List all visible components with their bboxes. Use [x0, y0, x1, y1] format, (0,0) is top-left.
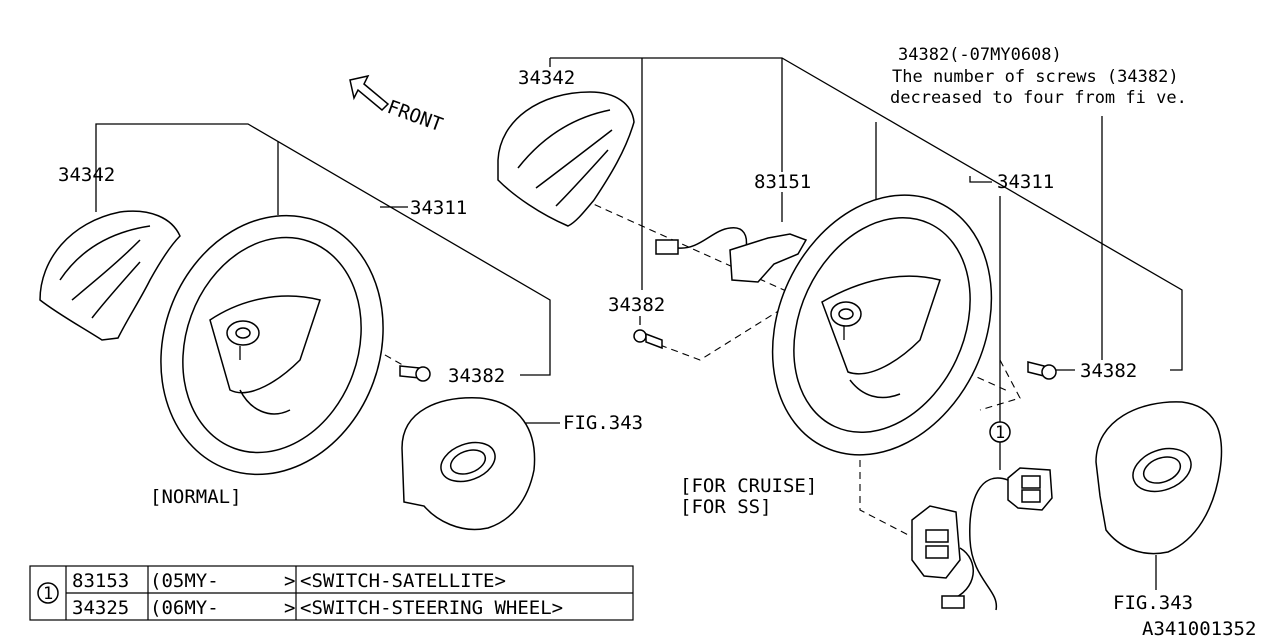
legend-table: 1 83153 (05MY- > <SWITCH-SATELLITE> 3432…: [29, 565, 634, 621]
legend-row-2-range: (06MY-: [150, 597, 219, 619]
note-line-3: decreased to four from fi ve.: [890, 88, 1187, 108]
callout-1-wheel: 1: [989, 421, 1011, 443]
note-line-1: 34382(-07MY0608): [898, 45, 1062, 65]
for-ss-label: [FOR SS]: [680, 496, 772, 518]
left-steering-wheel: [160, 214, 384, 476]
left-wheel-label: 34311: [410, 197, 467, 219]
right-airbag: [1095, 401, 1223, 555]
right-screw: [1027, 361, 1057, 380]
right-wheel-label: 34311: [997, 171, 1054, 193]
cruise-switch-harness: [655, 227, 808, 283]
right-cover-label: 34342: [518, 67, 575, 89]
satellite-switch-right: [969, 467, 1053, 611]
legend-row-1-part: 83153: [72, 570, 129, 592]
legend-row-2-desc: <SWITCH-STEERING WHEEL>: [300, 597, 563, 619]
left-cover-label: 34342: [58, 164, 115, 186]
right-leader-lines: [539, 57, 1183, 590]
front-arrow-icon: [349, 74, 390, 112]
normal-label: [NORMAL]: [150, 486, 242, 508]
legend-callout: 1: [43, 584, 53, 604]
legend-row-1-desc: <SWITCH-SATELLITE>: [300, 570, 506, 592]
right-airbag-label: FIG.343: [1113, 592, 1193, 614]
right-screw-mid-label: 34382: [608, 294, 665, 316]
right-screw-mid: [633, 329, 663, 350]
right-steering-wheel: [771, 194, 993, 456]
callout-1-wheel-label: 1: [995, 423, 1005, 443]
legend-row-1-close: >: [284, 570, 295, 592]
left-airbag-label: FIG.343: [563, 412, 643, 434]
left-screw-label: 34382: [448, 365, 505, 387]
left-screw: [399, 365, 431, 382]
front-label: FRONT: [384, 96, 445, 136]
legend-row-2-part: 34325: [72, 597, 129, 619]
note-line-2: The number of screws (34382): [892, 67, 1179, 87]
for-cruise-label: [FOR CRUISE]: [680, 475, 817, 497]
legend-row-2-close: >: [284, 597, 295, 619]
diagram-id: A341001352: [1142, 618, 1256, 640]
right-back-cover: [497, 91, 635, 227]
legend-row-1-range: (05MY-: [150, 570, 219, 592]
right-switch-label: 83151: [754, 171, 811, 193]
left-airbag: [401, 397, 536, 531]
right-screw-label: 34382: [1080, 360, 1137, 382]
left-back-cover: [39, 210, 181, 341]
satellite-switch-left: [911, 505, 974, 609]
